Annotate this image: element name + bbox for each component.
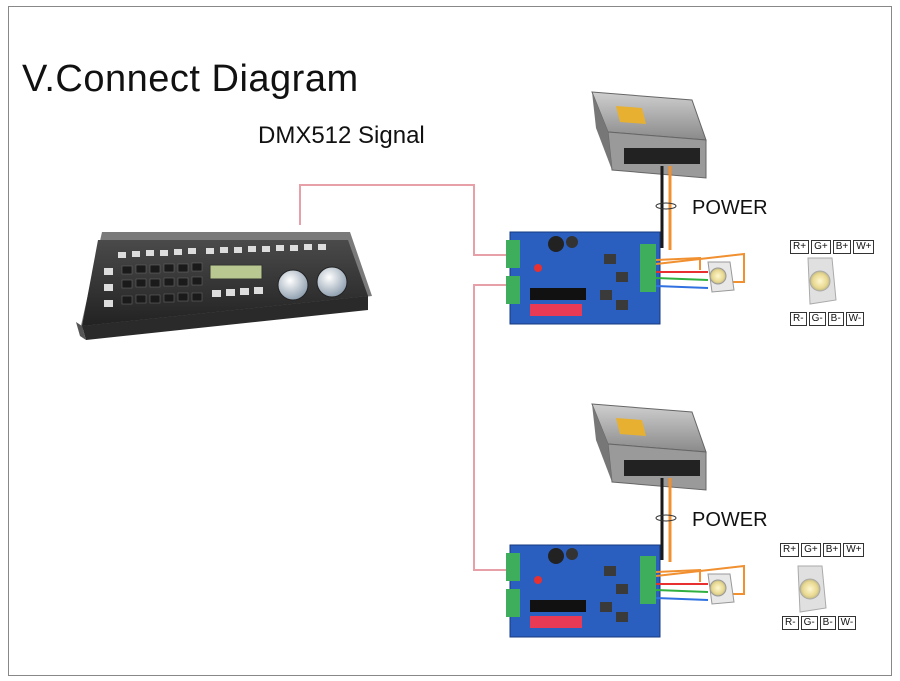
pin-label: B+ [822,543,842,557]
diagram-frame [8,6,892,676]
pin-label: G- [808,312,826,326]
power-label-2: POWER [692,509,768,531]
wire-tie-2 [655,514,677,522]
pin-label: R- [782,616,799,630]
pin-label: B+ [832,240,852,254]
pin-label: R+ [780,543,800,557]
power-label-1: POWER [692,197,768,219]
pin-label: B- [819,616,836,630]
led-pins-top-2: R+ G+ B+ W+ [780,543,865,557]
rgb-wires-2 [655,564,745,601]
power-supply-2 [591,403,707,491]
pin-label: G+ [801,543,821,557]
diagram-title: V.Connect Diagram [22,58,359,100]
decoder-board-1 [506,231,661,325]
pin-label: G+ [811,240,831,254]
pin-label: R- [790,312,807,326]
power-wires-1 [660,166,672,250]
rgbw-led-2 [707,565,827,613]
led-pins-bottom-2: R- G- B- W- [782,616,857,630]
pin-label: R+ [790,240,810,254]
decoder-board-2 [506,544,661,638]
wire-tie-1 [655,202,677,210]
pin-label: W- [837,616,857,630]
pin-label: B- [827,312,844,326]
rgbw-led-1 [707,257,837,305]
power-wires-2 [660,478,672,562]
pin-label: W+ [853,240,875,254]
pin-label: G- [800,616,818,630]
dmx-signal-label: DMX512 Signal [258,122,425,149]
led-pins-top-1: R+ G+ B+ W+ [790,240,875,254]
pin-label: W+ [843,543,865,557]
power-supply-1 [591,91,707,179]
dmx-console [76,232,372,340]
led-pins-bottom-1: R- G- B- W- [790,312,865,326]
dmx-wiring [299,184,512,571]
pin-label: W- [845,312,865,326]
rgb-wires-1 [655,252,745,289]
